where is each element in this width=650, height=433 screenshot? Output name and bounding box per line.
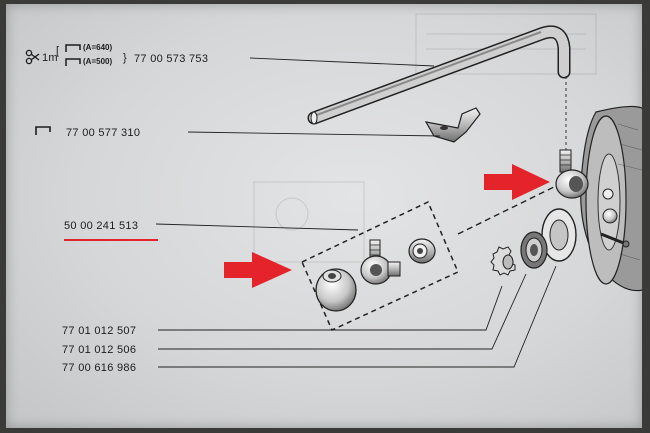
- kit-banjo-ball: [315, 268, 357, 312]
- part-number-bracket: 77 00 577 310: [66, 127, 140, 139]
- callout-kit: 50 00 241 513: [64, 220, 158, 241]
- kit-banjo-bolt: [360, 239, 401, 285]
- pipe-variant-a640: (A=640): [83, 43, 112, 52]
- arrow-right-icon: [484, 164, 550, 200]
- part-number-kit: 50 00 241 513: [64, 220, 138, 232]
- assembly-dashed-line: [457, 185, 557, 235]
- scissors-icon: [25, 49, 40, 65]
- lock-washer-part: [490, 246, 516, 276]
- diagram-sheet: 1m [ (A=640) (A=500) } 77 00 573 753 77 …: [6, 4, 642, 428]
- kit-dashed-box: [301, 200, 459, 331]
- pipe-variant-a500: (A=500): [83, 57, 112, 66]
- part-number-lock-washer: 77 01 012 507: [62, 325, 136, 337]
- bracket-open: [: [56, 45, 59, 57]
- bracket-close: }: [123, 52, 127, 64]
- leader-lines: [155, 57, 557, 368]
- callout-brake-pipe: 1m [ (A=640) (A=500) } 77 00 573 753: [25, 43, 208, 66]
- part-number-gasket: 77 00 616 986: [62, 362, 136, 374]
- brake-servo-body: [580, 105, 642, 292]
- bracket-icon: [35, 126, 51, 135]
- callout-bracket: 77 00 577 310: [35, 126, 140, 139]
- seal-ring-part: [520, 231, 548, 269]
- kit-nut: [408, 238, 436, 264]
- pipe-length-prefix: 1m: [42, 52, 58, 64]
- exploded-parts-diagram: 1m [ (A=640) (A=500) } 77 00 573 753 77 …: [25, 13, 642, 374]
- arrow-right-icon: [224, 252, 292, 288]
- part-number-seal-ring: 77 01 012 506: [62, 344, 136, 356]
- banjo-fitting-assembled: [555, 76, 589, 199]
- bracket-part: [424, 107, 481, 143]
- pipe-bend-icon: [65, 44, 81, 66]
- part-number-pipe: 77 00 573 753: [134, 53, 208, 65]
- brake-pipe: [307, 25, 571, 125]
